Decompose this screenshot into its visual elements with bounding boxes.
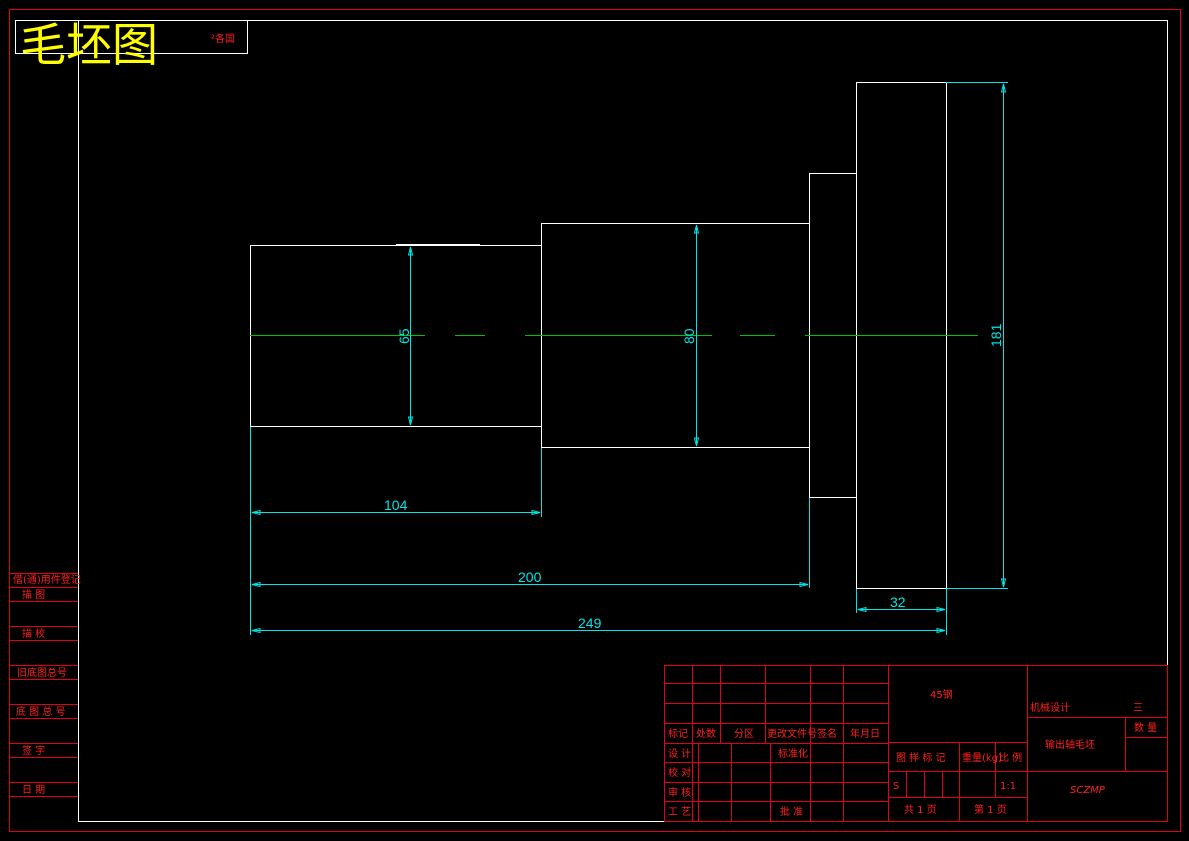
left-label-2: 描 校 bbox=[22, 627, 45, 640]
left-strip: 借(通)用件登记 描 图 描 校 旧底图总号 底 图 总 号 签 字 日 期 bbox=[9, 573, 81, 797]
dimension-lines bbox=[250, 82, 1008, 635]
course-title: 机械设计 bbox=[1030, 701, 1070, 714]
row-proofread: 校 对 bbox=[668, 766, 691, 779]
drawing-code: SCZMP bbox=[1070, 785, 1106, 796]
dim-181: 181 bbox=[988, 323, 1004, 347]
dim-65: 65 bbox=[396, 328, 412, 344]
left-label-1: 描 图 bbox=[22, 588, 45, 601]
row-review: 审 核 bbox=[668, 786, 691, 799]
stage-mark-label: 图 样 标 记 bbox=[896, 751, 946, 764]
outer-border bbox=[9, 9, 1181, 832]
header-sign: 签名 bbox=[817, 727, 837, 740]
left-label-6: 日 期 bbox=[22, 784, 45, 796]
dim-249: 249 bbox=[578, 615, 602, 631]
left-label-4: 底 图 总 号 bbox=[16, 705, 66, 718]
left-label-3: 旧底图总号 bbox=[17, 666, 67, 679]
quantity-label: 数 量 bbox=[1134, 721, 1157, 734]
title-corner-box bbox=[15, 20, 248, 54]
dim-80: 80 bbox=[681, 328, 697, 344]
row-process: 工 艺 bbox=[668, 806, 691, 818]
page-number: 第 1 页 bbox=[974, 803, 1007, 816]
standardization-label: 标准化 bbox=[778, 747, 808, 760]
pages-total: 共 1 页 bbox=[904, 804, 937, 816]
dim-104: 104 bbox=[384, 497, 408, 513]
header-zone: 分区 bbox=[734, 728, 754, 740]
material-text: 45钢 bbox=[930, 688, 953, 701]
drawing-title: 毛坯图 bbox=[20, 18, 158, 72]
header-count: 处数 bbox=[696, 727, 716, 740]
header-mark: 标记 bbox=[668, 728, 688, 740]
course-number: 三 bbox=[1133, 703, 1143, 714]
left-label-5: 签 字 bbox=[22, 744, 45, 757]
header-doc: 更改文件号 bbox=[767, 727, 817, 740]
left-label-0: 借(通)用件登记 bbox=[13, 573, 81, 586]
stage-mark: S bbox=[893, 781, 899, 792]
title-block bbox=[664, 665, 1168, 822]
scale-label: 比 例 bbox=[999, 751, 1022, 764]
dim-32: 32 bbox=[890, 594, 906, 610]
approval-label: 批 准 bbox=[780, 805, 803, 818]
title-note: ²各国 bbox=[211, 32, 235, 45]
row-design: 设 计 bbox=[668, 747, 691, 760]
header-date: 年月日 bbox=[850, 727, 880, 740]
dim-200: 200 bbox=[518, 569, 542, 585]
weight-label: 重量(kg) bbox=[962, 751, 1002, 764]
inner-frame bbox=[78, 20, 1168, 822]
scale-value: 1:1 bbox=[1000, 781, 1016, 792]
part-name: 输出轴毛坯 bbox=[1045, 738, 1095, 751]
